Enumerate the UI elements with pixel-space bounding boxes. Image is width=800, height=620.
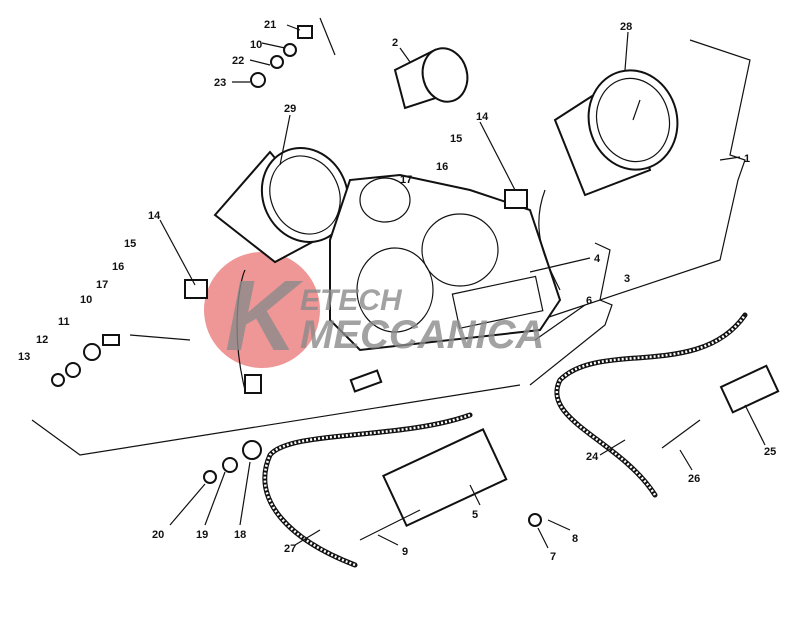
callout-14b: 14 [476,111,489,123]
callout-7: 7 [550,551,556,563]
callout-26: 26 [688,473,700,485]
callout-29: 29 [284,103,296,115]
callout-19: 19 [196,529,208,541]
leader-lines [129,17,766,549]
callout-11: 11 [58,316,70,328]
callout-13: 13 [18,351,30,363]
small-gauge [393,47,469,110]
callout-18: 18 [234,529,246,541]
callout-27: 27 [284,543,296,555]
callout-1: 1 [744,153,750,165]
callout-6: 6 [586,295,592,307]
callout-22: 22 [232,55,244,67]
svg-text:K: K [225,260,304,372]
callout-24: 24 [586,451,599,463]
speedometer-gauge [553,69,679,197]
callout-21: 21 [264,19,276,31]
svg-text:ETECH: ETECH [300,284,403,317]
small-parts [51,25,780,541]
callout-8: 8 [572,533,578,545]
callout-9: 9 [402,546,408,558]
callout-14: 14 [148,210,161,222]
tachometer-gauge [213,147,350,264]
callout-15b: 15 [450,133,462,145]
callout-17: 17 [96,279,108,291]
watermark-logo: K ETECH MECCANICA [225,260,544,372]
callout-16: 16 [112,261,124,273]
callout-2: 2 [392,37,398,49]
callout-10b: 10 [80,294,92,306]
callout-15: 15 [124,238,136,250]
callout-5: 5 [472,509,478,521]
callout-4: 4 [594,253,601,265]
callout-23: 23 [214,77,226,89]
group-bracket [31,39,751,456]
callout-20: 20 [152,529,164,541]
callout-16b: 16 [436,161,448,173]
callout-25: 25 [764,446,776,458]
callout-17b: 17 [400,174,412,186]
cables [236,189,748,568]
watermark-disc [204,252,320,368]
callout-3: 3 [624,273,630,285]
svg-text:MECCANICA: MECCANICA [300,313,544,357]
callout-12: 12 [36,334,48,346]
callout-labels: 1 2 3 4 5 6 7 8 9 10 10 11 12 13 14 14 1… [18,19,776,563]
callout-10: 10 [250,39,262,51]
callout-28: 28 [620,21,632,33]
